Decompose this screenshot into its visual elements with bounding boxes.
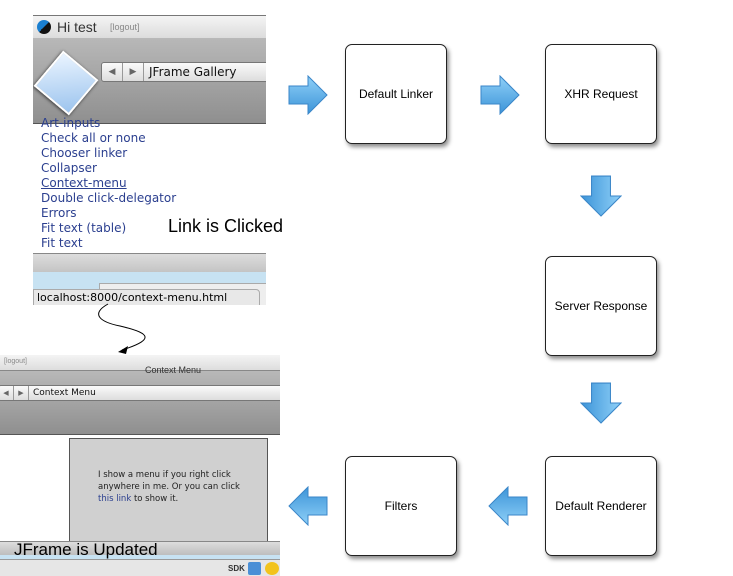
demo-text-tail: to show it.: [131, 494, 179, 504]
link-item[interactable]: Double click-delegator: [41, 191, 177, 205]
node-filters: Filters: [345, 456, 457, 556]
link-item-context-menu[interactable]: Context-menu: [41, 176, 127, 190]
top-bar: Hi test [logout]: [33, 15, 266, 39]
logo-icon: [37, 20, 51, 34]
back-button[interactable]: ◀: [102, 63, 123, 81]
logout-link[interactable]: [logout]: [110, 22, 140, 32]
footer-bar: [33, 253, 266, 272]
context-menu-screenshot: [logout] Context Menu ◀ ▶ Context Menu I…: [0, 355, 280, 576]
window-toolbar: ◀ ▶ JFrame Gallery: [33, 38, 266, 124]
link-item[interactable]: Errors: [41, 206, 77, 220]
caption-jframe-updated: JFrame is Updated: [14, 540, 158, 559]
link-item[interactable]: Fit text: [41, 236, 83, 250]
status-url: localhost:8000/context-menu.html: [33, 289, 260, 305]
arrow-right-icon: [288, 75, 328, 115]
back-button[interactable]: ◀: [0, 386, 14, 400]
link-item[interactable]: Collapser: [41, 161, 97, 175]
arrow-left-icon: [288, 486, 328, 526]
link-item[interactable]: Fit text (table): [41, 221, 127, 235]
link-item[interactable]: Check all or none: [41, 131, 146, 145]
forward-button[interactable]: ▶: [123, 63, 144, 81]
arrow-down-icon: [580, 175, 622, 217]
greeting: Hi test: [57, 19, 97, 35]
window-header: Context Menu: [145, 365, 202, 375]
link-item[interactable]: Chooser linker: [41, 146, 128, 160]
demo-link[interactable]: this link: [98, 494, 132, 504]
window-title: Context Menu: [33, 388, 96, 398]
link-list: Art-inputs Check all or none Chooser lin…: [41, 116, 176, 251]
node-default-renderer: Default Renderer: [545, 456, 657, 556]
context-menu-demo-area[interactable]: I show a menu if you right click anywher…: [69, 438, 268, 543]
jframe-gallery-screenshot: Hi test [logout] ◀ ▶ JFrame Gallery Art-…: [33, 15, 266, 305]
logout-link[interactable]: [logout]: [4, 358, 27, 365]
app-icon[interactable]: [248, 562, 261, 575]
node-server-response: Server Response: [545, 256, 657, 356]
app-icon: [33, 50, 99, 116]
arrow-left-icon: [488, 486, 528, 526]
caption-link-clicked: Link is Clicked: [168, 216, 284, 236]
node-default-linker: Default Linker: [345, 44, 447, 144]
arrow-down-icon: [580, 382, 622, 424]
demo-text: I show a menu if you right click anywher…: [98, 470, 240, 492]
link-item[interactable]: Art-inputs: [41, 116, 101, 130]
app-icon[interactable]: [265, 562, 279, 575]
sdk-label: SDK: [228, 564, 245, 573]
connector-arrow: [98, 303, 146, 354]
dock: SDK: [0, 559, 280, 576]
window-toolbar: Context Menu ◀ ▶ Context Menu: [0, 365, 280, 435]
forward-button[interactable]: ▶: [14, 386, 29, 400]
arrow-right-icon: [480, 75, 520, 115]
window-title: JFrame Gallery: [149, 65, 237, 79]
node-xhr-request: XHR Request: [545, 44, 657, 144]
